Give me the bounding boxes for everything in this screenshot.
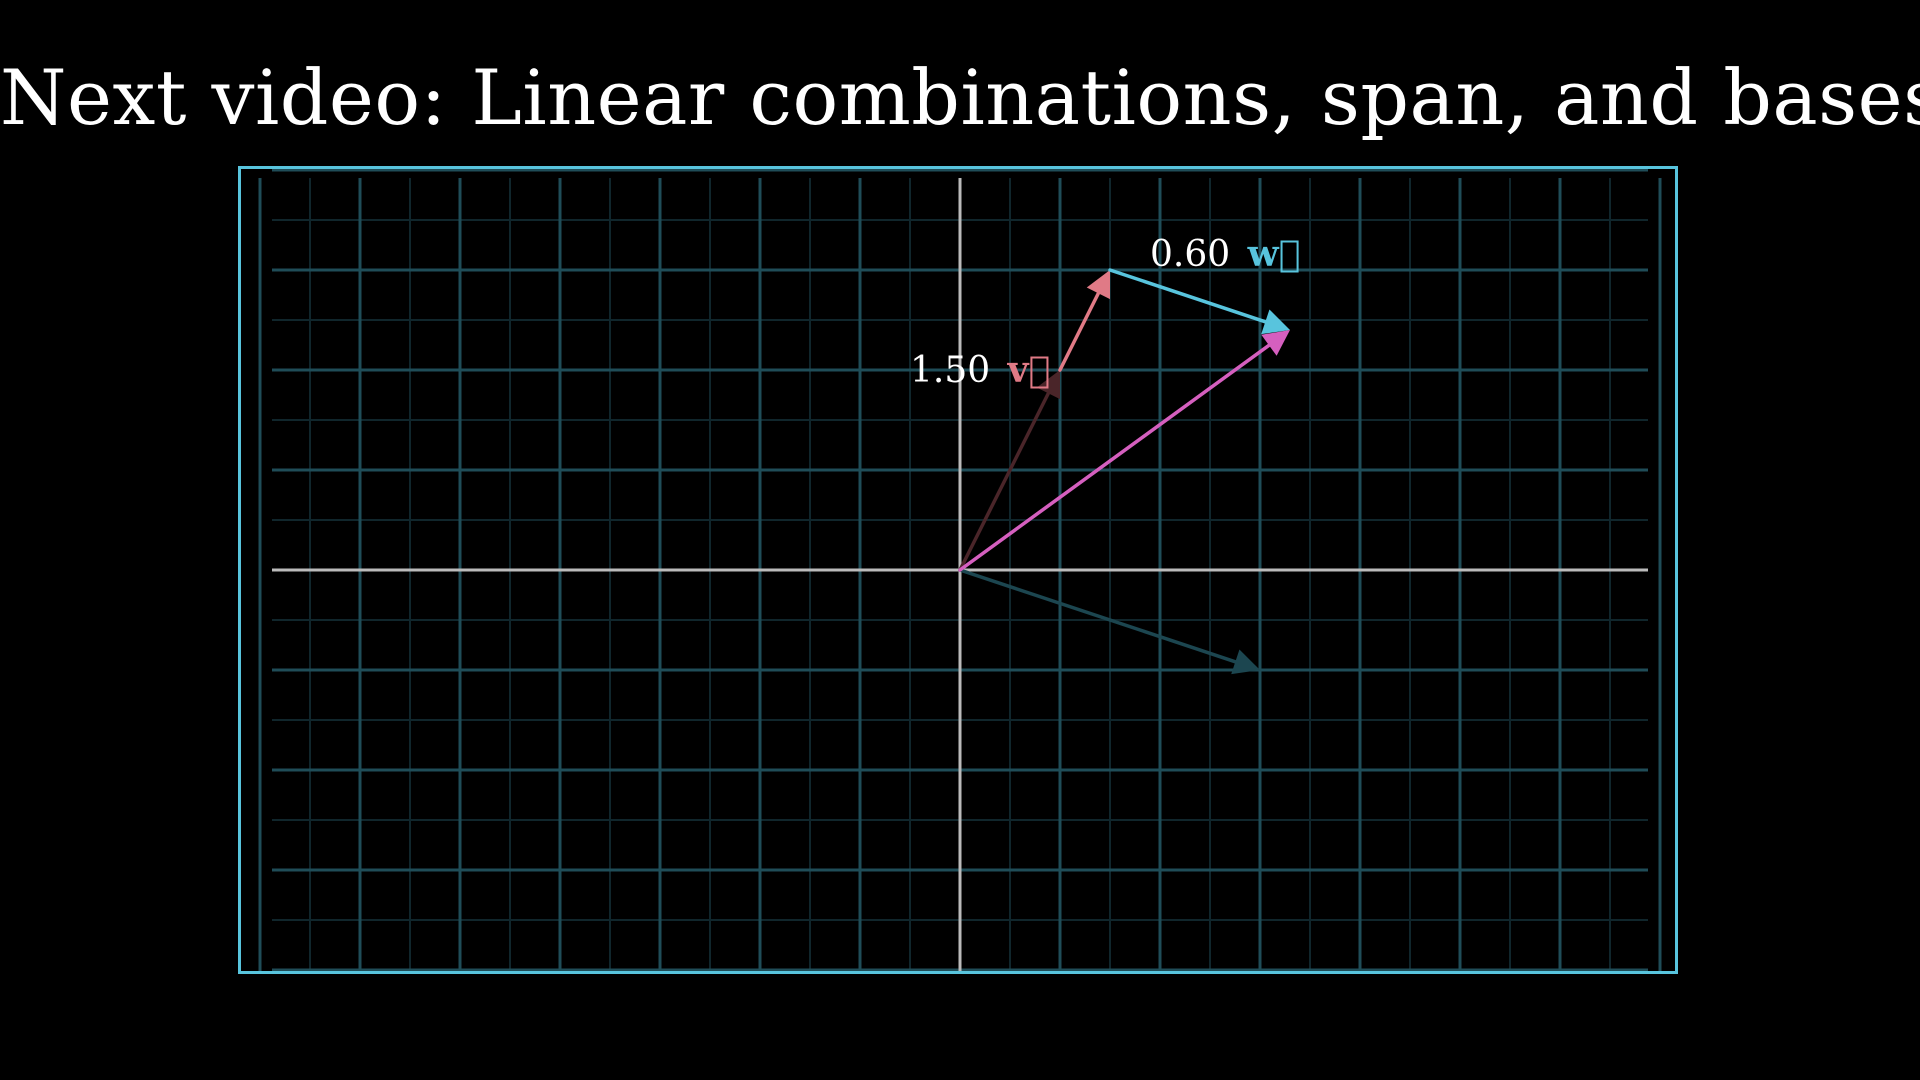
w-scaled-vector-tip <box>1261 309 1290 335</box>
grid-major-lines <box>258 169 1662 971</box>
sum-vector-shaft <box>958 343 1271 572</box>
v-scaled-vector-shaft <box>1058 291 1101 372</box>
v-scaled-vector-tip <box>1086 270 1110 300</box>
v-scaled-label: 1.50 v⃗ <box>910 349 1050 391</box>
v-original-vector-tip <box>1036 370 1060 400</box>
v-original-vector <box>958 370 1060 572</box>
w-scaled-vector <box>1108 268 1290 335</box>
w-scaled-vector-shaft <box>1108 268 1268 324</box>
w-original-vector <box>958 568 1260 675</box>
w-original-vector-tip <box>1231 649 1260 675</box>
w-symbol-text: w⃗ <box>1247 233 1301 275</box>
v-scaled-vector <box>1058 270 1110 372</box>
sum-vector-tip <box>1261 330 1290 356</box>
v-symbol-text: v⃗ <box>1007 349 1051 391</box>
vector-labels: 1.50 v⃗ 0.60 w⃗ <box>910 233 1300 391</box>
page-title: Next video: Linear combinations, span, a… <box>0 53 1920 142</box>
v-original-vector-shaft <box>958 391 1051 572</box>
w-scalar-text: 0.60 <box>1150 234 1230 275</box>
v-scalar-text: 1.50 <box>910 350 990 391</box>
w-scaled-label: 0.60 w⃗ <box>1150 233 1300 275</box>
w-original-vector-shaft <box>958 568 1238 664</box>
coordinate-plane: 1.50 v⃗ 0.60 w⃗ <box>258 169 1662 971</box>
plane-frame: 1.50 v⃗ 0.60 w⃗ <box>238 166 1678 974</box>
sum-vector <box>958 330 1290 572</box>
vectors <box>958 268 1290 675</box>
axes <box>272 178 1648 971</box>
